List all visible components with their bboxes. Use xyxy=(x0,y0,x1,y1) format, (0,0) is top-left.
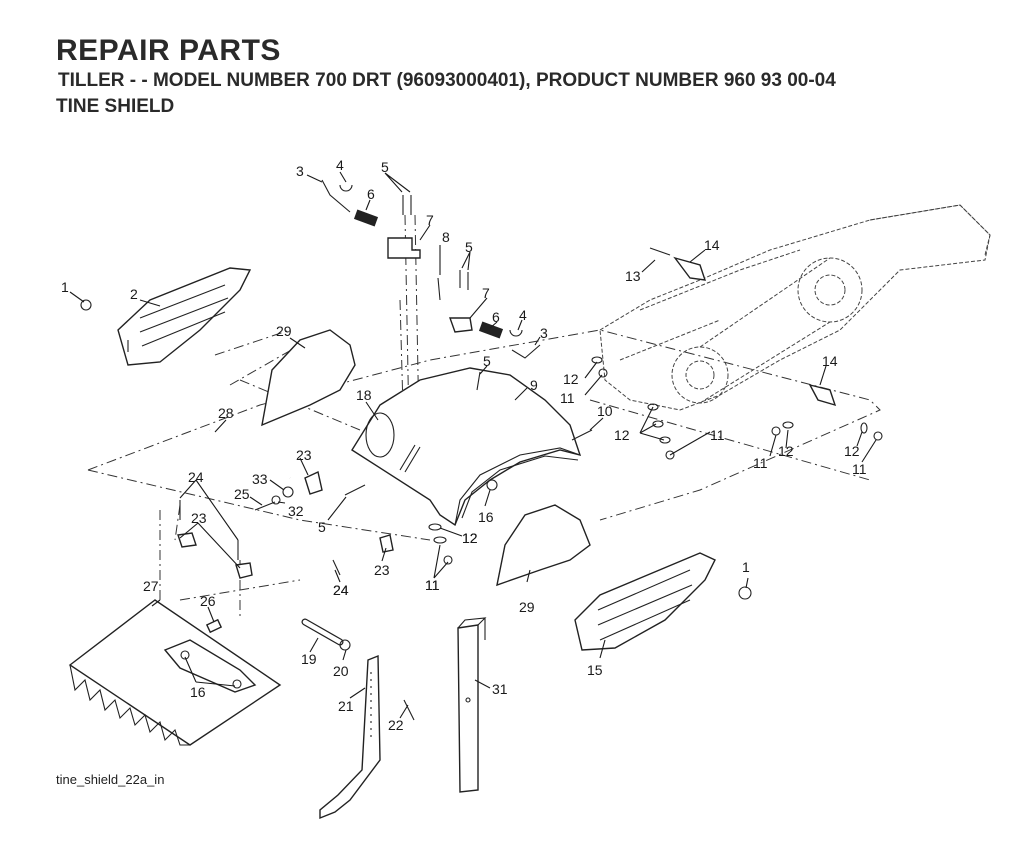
callout-16a: 16 xyxy=(478,509,494,525)
callout-6b: 6 xyxy=(492,309,500,325)
part-28-rod xyxy=(209,429,291,479)
callout-5d: 5 xyxy=(318,519,326,535)
callout-11a: 11 xyxy=(560,390,575,406)
hardware-nuts-washers xyxy=(80,299,883,651)
callout-5c: 5 xyxy=(483,353,491,369)
part-6-spring-lower xyxy=(478,321,504,339)
part-7-bracket-lower xyxy=(449,317,473,333)
model-subtitle: TILLER - - MODEL NUMBER 700 DRT (9609300… xyxy=(58,70,836,91)
callout-18: 18 xyxy=(356,387,372,403)
part-4-clips xyxy=(339,184,523,337)
callout-12e: 12 xyxy=(462,530,478,546)
figure-caption: tine_shield_22a_in xyxy=(56,772,165,787)
part-14-bracket-upper xyxy=(673,256,707,281)
callout-4: 4 xyxy=(336,157,344,173)
callouts: 1 2 3 4 5 6 7 8 5 7 6 4 3 5 9 10 11 12 1… xyxy=(61,157,867,733)
part-2-left-side-plate xyxy=(117,267,252,366)
callout-6: 6 xyxy=(367,186,375,202)
callout-23a: 23 xyxy=(296,447,312,463)
callout-24c: 24 xyxy=(333,582,349,598)
part-31-channel xyxy=(457,617,487,793)
callout-25: 25 xyxy=(234,486,250,502)
callout-16b: 16 xyxy=(190,684,206,700)
section-title: TINE SHIELD xyxy=(56,96,175,117)
callout-31: 31 xyxy=(492,681,508,697)
callout-11e: 11 xyxy=(425,577,440,593)
part-27-deflector xyxy=(68,599,282,746)
part-23-brackets xyxy=(177,471,394,579)
part-15-right-side-plate xyxy=(574,552,716,651)
callout-12a: 12 xyxy=(563,371,579,387)
callout-9: 9 xyxy=(530,377,538,393)
callout-10: 10 xyxy=(597,403,613,419)
callout-29a: 29 xyxy=(276,323,292,339)
callout-11f: 11 xyxy=(425,577,440,593)
leader-lines xyxy=(69,171,877,719)
bolts xyxy=(179,195,671,721)
callout-21: 21 xyxy=(338,698,354,714)
page-title: REPAIR PARTS xyxy=(56,34,281,67)
callout-29b: 29 xyxy=(519,599,535,615)
part-3-rod-upper xyxy=(321,179,351,213)
callout-11c: 11 xyxy=(753,455,768,471)
part-29-flap-right xyxy=(496,504,591,587)
callout-14a: 14 xyxy=(704,237,720,253)
callout-32: 32 xyxy=(288,503,304,519)
callout-23b: 23 xyxy=(191,510,207,526)
callout-11d: 11 xyxy=(852,461,867,477)
callout-14b: 14 xyxy=(822,353,838,369)
callout-19: 19 xyxy=(301,651,317,667)
part-19-pin xyxy=(301,618,344,646)
tiller-frame-ghost xyxy=(599,204,991,411)
callout-28: 28 xyxy=(218,405,234,421)
callout-13: 13 xyxy=(625,268,641,284)
callout-27: 27 xyxy=(143,578,159,594)
part-21-depth-bar xyxy=(319,654,381,820)
callout-24b: 24 xyxy=(333,582,349,598)
callout-12b: 12 xyxy=(614,427,630,443)
callout-23c: 23 xyxy=(374,562,390,578)
callout-7b: 7 xyxy=(482,285,490,301)
part-29-flap-left xyxy=(261,329,356,427)
callout-22: 22 xyxy=(388,717,404,733)
callout-15: 15 xyxy=(587,662,603,678)
callout-12c: 12 xyxy=(778,443,794,459)
part-3-rod-lower xyxy=(511,344,541,359)
callout-11b: 11 xyxy=(710,427,725,443)
callout-20: 20 xyxy=(333,663,349,679)
part-7-bracket-upper xyxy=(387,237,421,259)
callout-12d: 12 xyxy=(844,443,860,459)
callout-1b: 1 xyxy=(742,559,750,575)
part-9-tine-shield-hood xyxy=(351,367,582,527)
callout-2: 2 xyxy=(130,286,138,302)
callout-4b: 4 xyxy=(519,307,527,323)
callout-1: 1 xyxy=(61,279,69,295)
callout-24a: 24 xyxy=(188,469,204,485)
part-6-spring-upper xyxy=(353,209,379,227)
callout-3: 3 xyxy=(296,163,304,179)
callout-33: 33 xyxy=(252,471,268,487)
callout-3b: 3 xyxy=(540,325,548,341)
callout-12f: 12 xyxy=(462,530,478,546)
callout-5b: 5 xyxy=(465,239,473,255)
callout-8: 8 xyxy=(442,229,450,245)
callout-26: 26 xyxy=(200,593,216,609)
part-14-bracket-lower xyxy=(808,383,837,407)
callout-5: 5 xyxy=(381,159,389,175)
callout-7: 7 xyxy=(426,212,434,228)
